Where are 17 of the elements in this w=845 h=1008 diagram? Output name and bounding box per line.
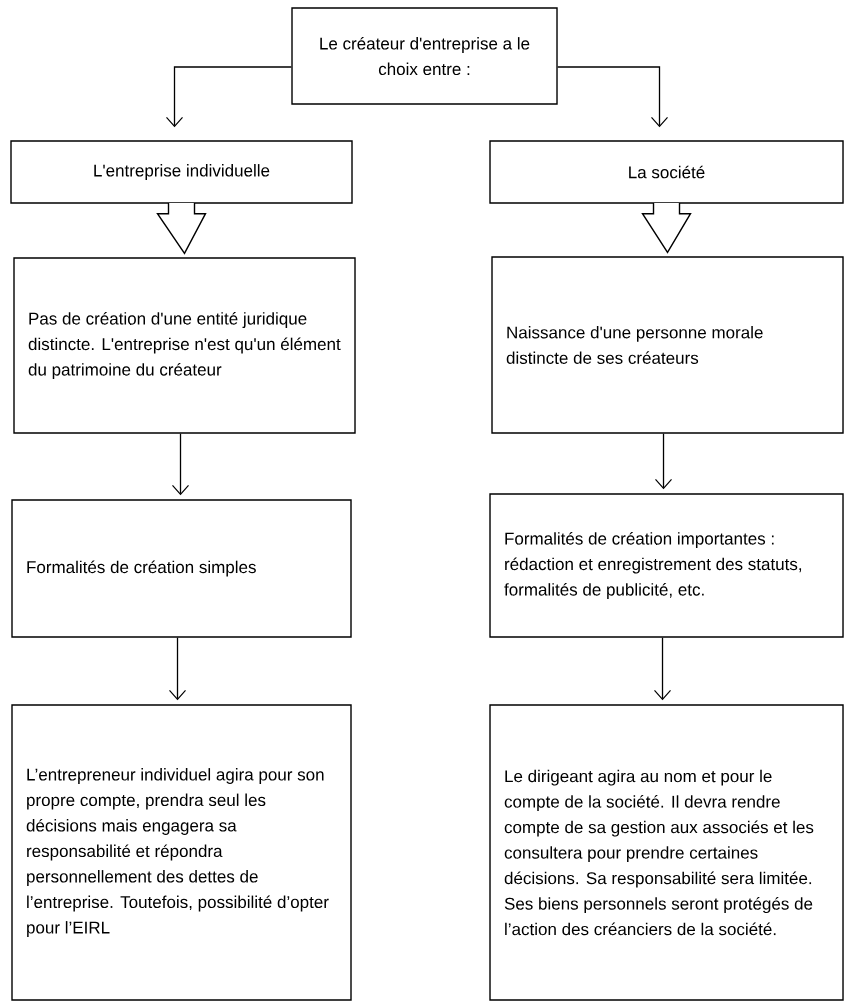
callout-box: L'entreprise individuelle [10, 140, 353, 204]
arrow [653, 637, 672, 701]
process-box: Formalités de création importantes : rédaction et enregistrement des statuts, formalités de publicité, etc. [489, 493, 844, 638]
block-arrow [156, 202, 207, 255]
arrow [165, 66, 292, 128]
arrow [171, 433, 190, 496]
title-box: Le créateur d'entreprise a le choix entre : [291, 7, 558, 105]
arrow [654, 433, 673, 490]
process-box: Naissance d'une personne morale distincte de ses créateurs [491, 256, 844, 434]
process-box: L’entrepreneur individuel agira pour son propre compte, prendra seul les décisions mais engagera sa responsabilité et répondra personnellement des dettes de l’entreprise. Toutefois, possibilité d’opter pour l’EIRL [11, 704, 352, 1001]
arrow [557, 66, 669, 128]
process-box: Formalités de création simples [11, 499, 352, 638]
callout-box: La société [489, 140, 844, 204]
process-box: Le dirigeant agira au nom et pour le compte de la société. Il devra rendre compte de sa gestion aux associés et les consultera pour prendre certaines décisions. Sa responsabilité sera limitée. Ses biens personnels seront protégés de l’action des créanciers de la société. [489, 704, 844, 1001]
process-box: Pas de création d'une entité juridique distincte. L'entreprise n'est qu'un élément du patrimoine du créateur [13, 257, 356, 434]
block-arrow [641, 202, 692, 254]
arrow [168, 637, 187, 701]
